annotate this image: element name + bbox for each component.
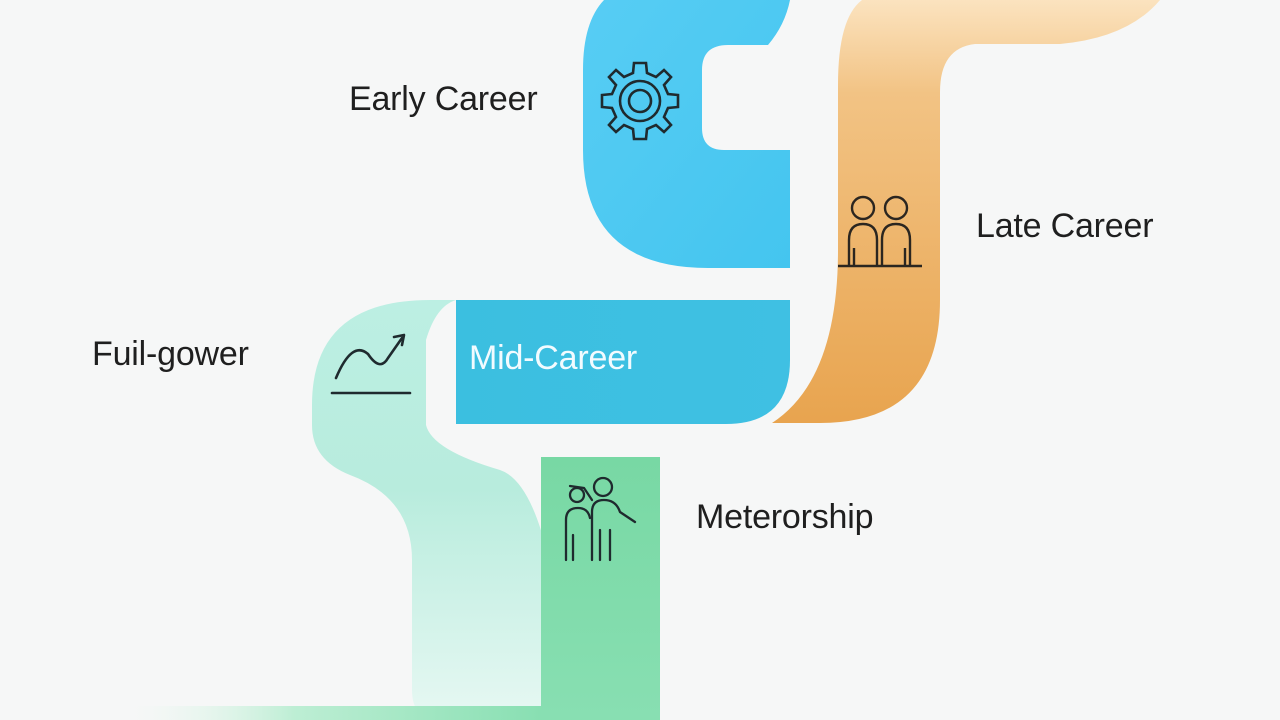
mentorship-tail <box>130 706 541 720</box>
early-career-ribbon <box>583 0 790 268</box>
late-career-ribbon <box>772 0 1160 423</box>
mid-career-label: Mid-Career <box>469 339 638 377</box>
mentorship-label: Meterorship <box>696 498 874 536</box>
mentor-icon <box>564 476 637 562</box>
growth-chart-icon <box>330 333 412 395</box>
people-icon <box>838 195 922 268</box>
late-career-label: Late Career <box>976 207 1154 245</box>
mid-career-bar <box>456 300 790 424</box>
early-career-label: Early Career <box>349 80 538 118</box>
gear-icon <box>600 61 680 141</box>
full-growth-ribbon <box>312 300 548 720</box>
mentorship-bar <box>541 457 660 720</box>
full-growth-label: Fuil-gower <box>92 335 249 373</box>
